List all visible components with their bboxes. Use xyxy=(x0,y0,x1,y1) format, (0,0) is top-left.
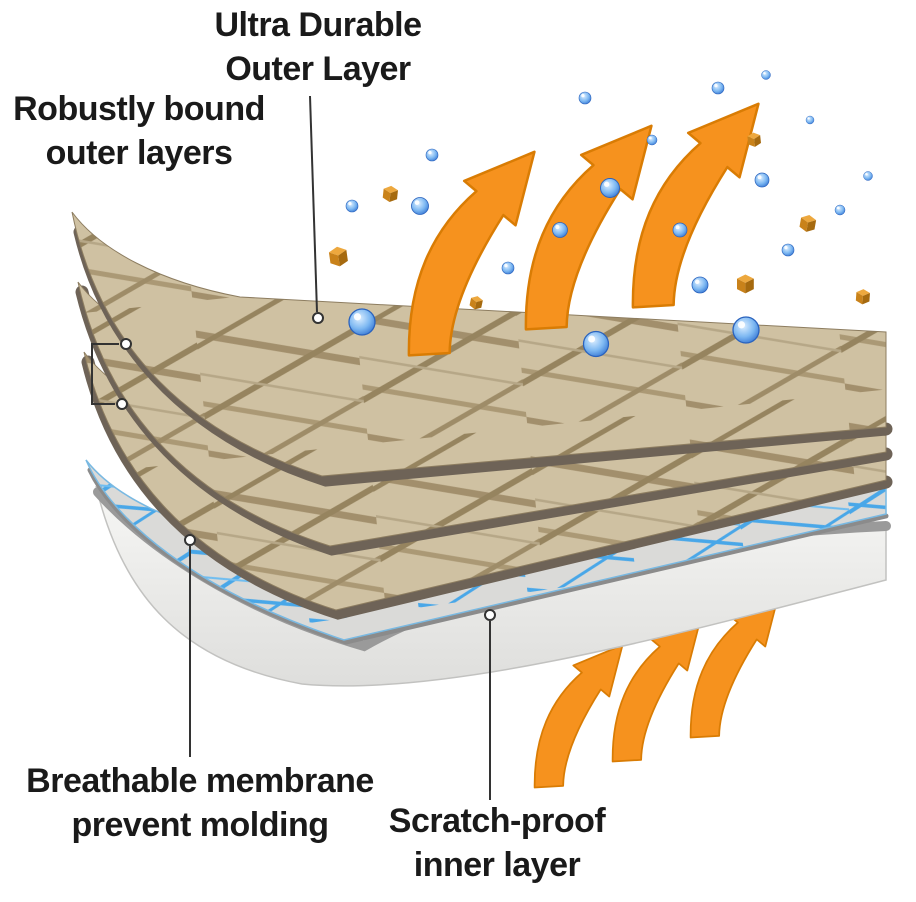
droplet xyxy=(754,172,770,188)
label-outer-layer: Ultra Durable Outer Layer xyxy=(78,4,558,91)
fabric-layer-1 xyxy=(71,211,893,487)
droplet xyxy=(691,276,709,294)
label-outer-layer-line1: Ultra Durable xyxy=(214,6,423,44)
droplet xyxy=(732,316,760,344)
leader-outer-layer xyxy=(309,95,318,313)
dirt-cube xyxy=(855,288,871,305)
pointer-dot-bound-1 xyxy=(120,338,132,350)
droplet xyxy=(348,308,376,336)
droplet xyxy=(425,148,439,162)
dirt-cube xyxy=(468,294,484,311)
droplet xyxy=(834,204,846,216)
pointer-dot-outer-layer xyxy=(312,312,324,324)
droplet xyxy=(501,261,515,275)
droplet xyxy=(582,330,610,358)
label-membrane: Breathable membrane prevent molding xyxy=(0,760,400,847)
droplet xyxy=(711,81,725,95)
label-inner-layer-line2: inner layer xyxy=(413,845,581,884)
pointer-dot-bound-2 xyxy=(116,398,128,410)
label-bound-layers-line1: Robustly bound xyxy=(13,90,265,128)
label-outer-layer-line2: Outer Layer xyxy=(225,49,411,88)
droplet xyxy=(672,222,688,238)
droplet xyxy=(600,178,620,198)
dirt-cube xyxy=(382,185,399,203)
droplet xyxy=(781,243,795,257)
droplet xyxy=(578,91,592,105)
membrane-edge xyxy=(87,467,889,645)
label-bound-layers-line2: outer layers xyxy=(45,133,233,172)
label-bound-layers: Robustly bound outer layers xyxy=(0,88,284,175)
droplet xyxy=(345,199,359,213)
dirt-cube xyxy=(328,245,349,268)
droplet xyxy=(805,115,815,125)
dirt-cube xyxy=(798,213,817,234)
droplet xyxy=(411,197,429,215)
droplet xyxy=(646,134,658,146)
dirt-cube xyxy=(737,274,754,294)
leader-lines xyxy=(91,95,496,800)
fabric-layer-1-face xyxy=(71,211,887,477)
label-membrane-line2: prevent molding xyxy=(71,805,329,844)
pointer-dot-membrane xyxy=(184,534,196,546)
label-inner-layer: Scratch-proof inner layer xyxy=(342,800,652,887)
droplet xyxy=(761,70,771,80)
label-inner-layer-line1: Scratch-proof xyxy=(388,802,606,840)
bracket-bound-layers xyxy=(91,343,119,405)
label-membrane-line1: Breathable membrane xyxy=(26,762,374,800)
pointer-dot-inner-layer xyxy=(484,609,496,621)
droplet xyxy=(552,222,568,238)
droplet xyxy=(863,171,873,181)
